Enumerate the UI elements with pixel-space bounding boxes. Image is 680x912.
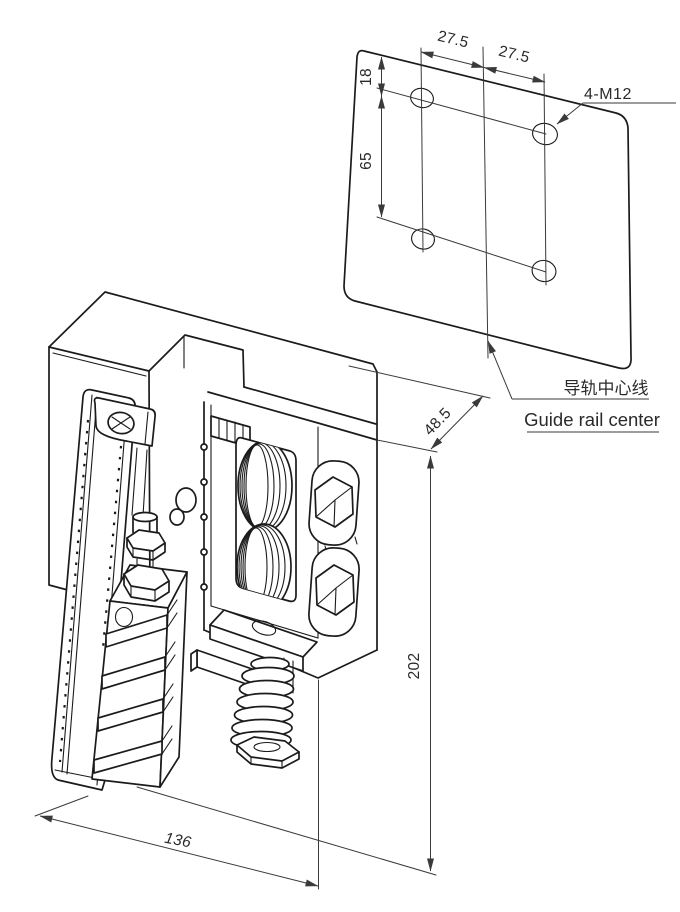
rail-serration-left [58,419,90,763]
mounting-plate: 27.5 27.5 18 65 4-M12 导轨中心线 Guide rail c… [343,28,676,433]
bolt-hole-bottom-right [531,259,557,283]
hex-bolt-upper [314,476,354,528]
dim-136: 136 [34,679,319,890]
lower-roller [236,523,292,602]
centerline-label-en: Guide rail center [524,409,660,430]
dim-27-5-right: 27.5 [497,43,531,67]
overall-dimensions: 48.5 202 136 [34,365,491,890]
guide-rail [50,388,136,791]
bolt-hole-top-right [532,122,558,146]
hex-bolt-lower [315,564,355,616]
bracket-hole [251,620,277,636]
compression-spring [230,656,300,769]
dim-27-5-left: 27.5 [436,28,470,52]
dim-202-label: 202 [406,653,423,680]
dim-18: 18 [358,68,375,86]
adjusting-rod [131,447,148,517]
roller-set [236,440,293,602]
dim-48-5-label: 48.5 [421,405,455,439]
wedge-hole [114,606,134,628]
plate-construction-lines [376,46,547,359]
pivot-pin [175,487,197,513]
safety-gear-assembly [48,291,378,791]
centerline-label-zh: 导轨中心线 [564,379,649,398]
bolt-callout: 4-M12 [556,86,676,125]
plate-dimensions: 27.5 27.5 18 65 [358,28,546,218]
bolt-hole-bottom-left [411,228,435,250]
wedge-block [91,564,188,788]
bolt-hole-top-left [410,87,434,109]
guide-rail-centerline [482,46,489,359]
bolt-callout-label: 4-M12 [584,86,632,103]
centerline-callout: 导轨中心线 Guide rail center [487,340,660,433]
rail-serration-right [101,434,124,649]
spring-foot-nut [236,736,300,769]
plate-outline [343,49,632,370]
frame-edge-notch [200,443,208,451]
wedge-slots [93,599,178,774]
dim-65: 65 [358,152,375,170]
side-bolts [308,460,360,637]
upper-roller [237,440,293,532]
dim-136-label: 136 [163,830,193,852]
rail-clamp [93,397,156,447]
wedge-bolt-stack [123,511,170,602]
plate-holes [410,87,558,283]
